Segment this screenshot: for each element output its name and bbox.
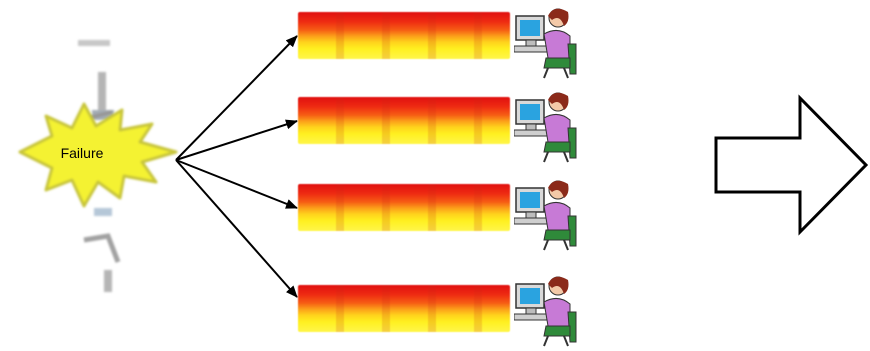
person-at-computer-icon [514,272,578,348]
person-at-computer-icon [514,4,578,80]
status-bar-4 [298,285,510,332]
arrow-to-row-3 [176,160,297,208]
outline-right-arrow-icon [716,98,866,232]
status-bar-2 [298,97,510,144]
person-at-computer-icon [514,176,578,252]
failure-label: Failure [46,145,118,161]
person-at-computer-icon [514,88,578,164]
arrow-to-row-4 [176,160,297,297]
connector-arrows [176,36,297,297]
status-bar-3 [298,184,510,231]
status-bar-1 [298,12,510,59]
